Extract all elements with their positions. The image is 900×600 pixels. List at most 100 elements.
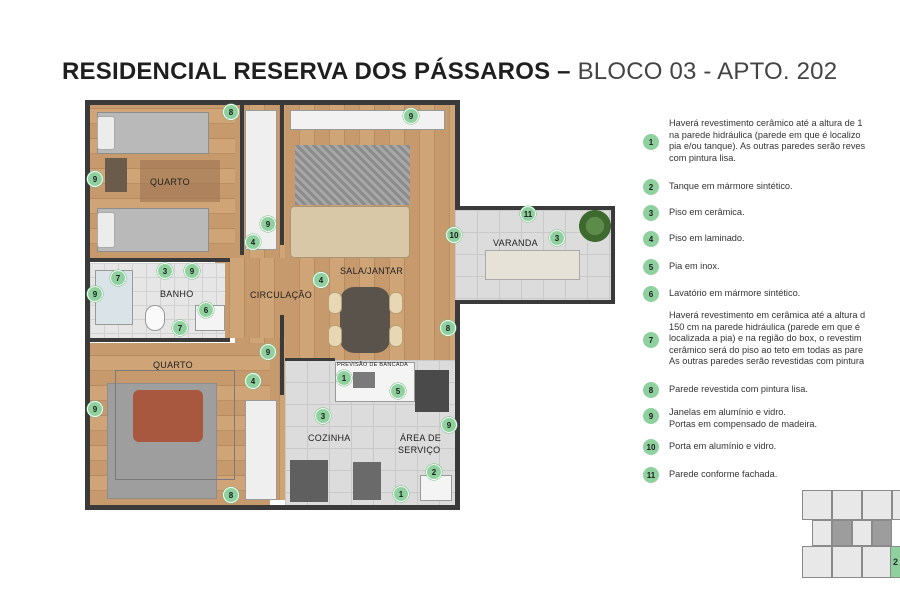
legend-text: Haverá revestimento em cerâmica até a al…	[669, 310, 866, 366]
marker-8-top: 8	[223, 104, 239, 120]
marker-9-bedroom-bottom: 9	[87, 401, 103, 417]
kitchen-sink	[353, 372, 375, 388]
marker-3-kitchen: 3	[315, 408, 331, 424]
title-bold: RESIDENCIAL RESERVA DOS PÁSSAROS –	[62, 58, 571, 85]
chair-4	[389, 325, 403, 347]
kp-cell	[802, 546, 832, 578]
label-area-servico-1: ÁREA DE	[400, 433, 442, 443]
marker-7-bath-bottom: 7	[172, 320, 188, 336]
marker-3-balcony: 3	[549, 230, 565, 246]
marker-9-circulation-bottom: 9	[260, 344, 276, 360]
label-banho: BANHO	[160, 289, 194, 299]
legend-number: 10	[643, 439, 659, 455]
chair-2	[328, 325, 342, 347]
wardrobe-bottom	[245, 400, 277, 500]
label-area-servico-2: SERVIÇO	[398, 445, 441, 455]
legend-text: Haverá revestimento cerâmico até a altur…	[669, 118, 866, 163]
kp-cell	[862, 490, 892, 520]
wall-balcony-top	[455, 206, 615, 210]
legend-item-1: 1 Haverá revestimento cerâmico até a alt…	[643, 118, 865, 164]
marker-3-bath: 3	[157, 263, 173, 279]
kp-cell	[812, 520, 832, 546]
marker-9-bedroom-top: 9	[87, 171, 103, 187]
label-quarto-top: QUARTO	[150, 177, 190, 187]
kp-cell	[832, 490, 862, 520]
kp-cell	[832, 546, 862, 578]
legend-text: Lavatório em mármore sintético.	[669, 288, 801, 298]
wall-living-left	[280, 105, 284, 245]
bed-top-2	[97, 208, 209, 252]
tv-panel	[290, 110, 445, 130]
legend-text: Pia em inox.	[669, 261, 720, 271]
marker-2-service: 2	[426, 464, 442, 480]
legend-number: 3	[643, 205, 659, 221]
legend-item-10: 10 Porta em alumínio e vidro.	[643, 439, 776, 455]
chair-3	[389, 292, 403, 314]
legend-text: Tanque em mármore sintético.	[669, 181, 793, 191]
legend-number: 1	[643, 134, 659, 150]
legend-text: Parede revestida com pintura lisa.	[669, 384, 808, 394]
legend-text: Piso em laminado.	[669, 233, 745, 243]
legend-text: Janelas em alumínio e vidro. Portas em c…	[669, 407, 818, 429]
label-quarto-bottom: QUARTO	[153, 360, 193, 370]
washer	[353, 462, 381, 500]
wall-balcony-bottom	[455, 300, 615, 304]
label-cozinha: COZINHA	[308, 433, 351, 443]
sofa	[290, 206, 410, 258]
bed-top-1	[97, 112, 209, 154]
stove	[415, 370, 449, 412]
fridge	[290, 460, 328, 502]
toilet	[145, 305, 165, 331]
legend-number: 9	[643, 408, 659, 424]
floor-plan: QUARTO BANHO CIRCULAÇÃO SALA/JANTAR VARA…	[85, 100, 615, 510]
marker-4-circulation: 4	[245, 234, 261, 250]
legend-item-11: 11 Parede conforme fachada.	[643, 467, 777, 483]
kp-cell	[862, 546, 892, 578]
kp-unit-highlight: 2	[890, 546, 900, 578]
legend-number: 8	[643, 382, 659, 398]
wall-wardrobe-top	[240, 105, 244, 255]
page-title: RESIDENCIAL RESERVA DOS PÁSSAROS – BLOCO…	[62, 58, 837, 86]
marker-1-kitchen: 1	[336, 370, 352, 386]
pillow-top-1	[97, 116, 115, 150]
legend-number: 6	[643, 286, 659, 302]
wall-bathroom-bottom	[90, 338, 230, 342]
dining-table	[340, 287, 390, 353]
chair-1	[328, 292, 342, 314]
marker-9-bath: 9	[184, 263, 200, 279]
wall-outer-right-lower	[455, 300, 460, 510]
wall-balcony-right	[611, 206, 615, 304]
label-bancada: PREVISÃO DE BANCADA	[337, 362, 409, 368]
legend-number: 2	[643, 179, 659, 195]
rug-top	[140, 160, 220, 202]
legend-number: 5	[643, 259, 659, 275]
kp-core	[832, 520, 852, 546]
legend: 1 Haverá revestimento cerâmico até a alt…	[643, 110, 900, 490]
marker-8-right: 8	[440, 320, 456, 336]
wall-kitchen-top	[285, 358, 335, 361]
wall-kitchen-left	[280, 315, 284, 395]
kp-cell	[892, 490, 900, 520]
legend-item-5: 5 Pia em inox.	[643, 259, 720, 275]
marker-11-balcony: 11	[520, 206, 536, 222]
kp-core	[872, 520, 892, 546]
label-varanda: VARANDA	[493, 238, 538, 248]
label-circulacao: CIRCULAÇÃO	[250, 290, 313, 300]
rug-living	[295, 145, 410, 205]
legend-number: 4	[643, 231, 659, 247]
building-key-plan: 2	[802, 488, 900, 580]
marker-10-balcony: 10	[446, 227, 462, 243]
plant-icon	[579, 210, 611, 242]
rug-bedroom	[115, 370, 235, 480]
legend-number: 11	[643, 467, 659, 483]
label-sala: SALA/JANTAR	[340, 266, 404, 276]
marker-9-top-right: 9	[403, 108, 419, 124]
marker-4-bedroom-bottom: 4	[245, 373, 261, 389]
marker-8-bottom: 8	[223, 487, 239, 503]
pillow-top-2	[97, 212, 115, 248]
legend-text: Parede conforme fachada.	[669, 469, 778, 479]
marker-9-circulation: 9	[260, 216, 276, 232]
marker-5-kitchen: 5	[390, 383, 406, 399]
wall-outer-right-upper	[455, 100, 460, 210]
kp-cell	[852, 520, 872, 546]
